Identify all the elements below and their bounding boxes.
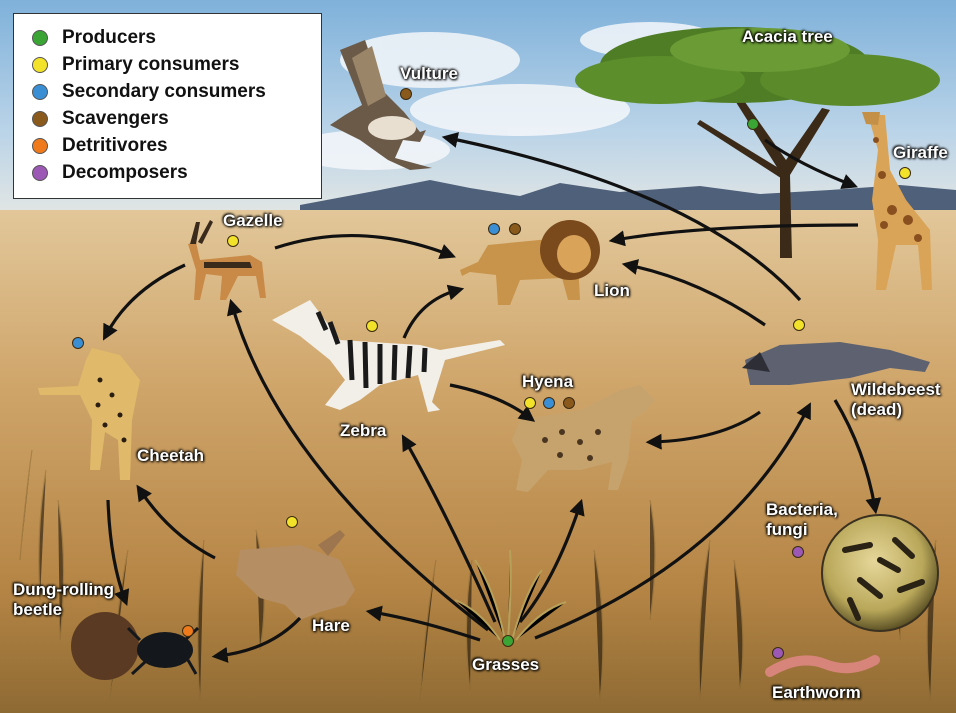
decomposer-dot-icon: [32, 165, 48, 181]
legend-item-primary-consumers: Primary consumers: [32, 51, 321, 78]
label-dung-rolling-beetle: Dung-rolling beetle: [13, 580, 114, 620]
label-hare: Hare: [312, 616, 350, 636]
legend-item-producers: Producers: [32, 24, 321, 51]
legend-item-decomposers: Decomposers: [32, 159, 321, 186]
label-bacteria-fungi: Bacteria, fungi: [766, 500, 838, 540]
label-gazelle: Gazelle: [223, 211, 283, 231]
scavenger-dot-icon: [32, 111, 48, 127]
label-hyena: Hyena: [522, 372, 573, 392]
producer-dot-icon: [747, 118, 759, 130]
label-grasses: Grasses: [472, 655, 539, 675]
label-cheetah: Cheetah: [137, 446, 204, 466]
decomposer-dot-icon: [792, 546, 804, 558]
secondary-consumer-dot-icon: [72, 337, 84, 349]
legend: Producers Primary consumers Secondary co…: [13, 13, 322, 199]
producer-dot-icon: [32, 30, 48, 46]
legend-item-detritivores: Detritivores: [32, 132, 321, 159]
label-vulture: Vulture: [400, 64, 458, 84]
label-earthworm: Earthworm: [772, 683, 861, 703]
label-acacia-tree: Acacia tree: [742, 27, 833, 47]
primary-consumer-dot-icon: [793, 319, 805, 331]
detritivore-dot-icon: [32, 138, 48, 154]
primary-consumer-dot-icon: [227, 235, 239, 247]
primary-consumer-dot-icon: [286, 516, 298, 528]
legend-label: Secondary consumers: [62, 81, 266, 103]
primary-consumer-dot-icon: [524, 397, 536, 409]
scavenger-dot-icon: [509, 223, 521, 235]
legend-label: Decomposers: [62, 162, 188, 184]
detritivore-dot-icon: [182, 625, 194, 637]
primary-consumer-dot-icon: [899, 167, 911, 179]
bacteria-fungi-illustration: [822, 515, 938, 631]
label-wildebeest: Wildebeest (dead): [851, 380, 941, 420]
secondary-consumer-dot-icon: [488, 223, 500, 235]
scavenger-dot-icon: [400, 88, 412, 100]
secondary-consumer-dot-icon: [543, 397, 555, 409]
producer-dot-icon: [502, 635, 514, 647]
decomposer-dot-icon: [772, 647, 784, 659]
label-zebra: Zebra: [340, 421, 386, 441]
legend-label: Scavengers: [62, 108, 169, 130]
label-lion: Lion: [594, 281, 630, 301]
legend-label: Primary consumers: [62, 54, 239, 76]
legend-label: Detritivores: [62, 135, 168, 157]
primary-consumer-dot-icon: [366, 320, 378, 332]
secondary-consumer-dot-icon: [32, 84, 48, 100]
label-giraffe: Giraffe: [893, 143, 948, 163]
legend-item-secondary-consumers: Secondary consumers: [32, 78, 321, 105]
scavenger-dot-icon: [563, 397, 575, 409]
primary-consumer-dot-icon: [32, 57, 48, 73]
legend-label: Producers: [62, 27, 156, 49]
legend-item-scavengers: Scavengers: [32, 105, 321, 132]
